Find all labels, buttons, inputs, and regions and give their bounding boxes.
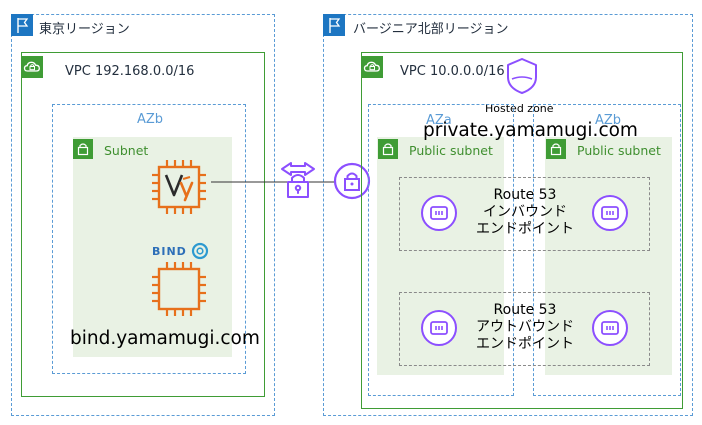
vpn-gateway-icon [277,158,319,200]
tokyo-region-label: 東京リージョン [39,22,130,37]
virginia-vpc-label: VPC 10.0.0.0/16 [400,64,505,79]
hosted-zone-label: Hosted zone [485,102,554,115]
region-flag-icon [11,14,33,36]
public-subnet-a-label: Public subnet [409,143,493,158]
tokyo-vpc [21,52,265,397]
az-b-label: AZb [595,113,622,128]
vpn-endpoint-lock-icon [332,161,372,201]
outbound-endpoint-label: Route 53 アウトバウンド エンドポイント [464,302,586,353]
public-subnet-b-label: Public subnet [577,143,661,158]
inbound-line1: Route 53 [493,187,557,203]
subnet-lock-icon [378,139,398,159]
resolver-endpoint-icon [419,193,459,233]
inbound-endpoint-group [399,177,650,251]
bind-host-label: bind.yamamugi.com [70,328,260,349]
outbound-endpoint-group [399,292,650,366]
tokyo-subnet-label: Subnet [104,143,149,158]
tokyo-region [11,14,275,416]
tokyo-vpc-label: VPC 192.168.0.0/16 [65,64,195,79]
virginia-region-label: バージニア北部リージョン [353,22,509,37]
inbound-line2: インバウンド [483,204,567,220]
zone-domain-label: private.yamamugi.com [423,120,638,141]
ec2-instance-icon [149,259,209,319]
subnet-lock-icon [73,139,93,159]
tokyo-az [52,104,246,374]
outbound-line3: エンドポイント [476,336,574,352]
virginia-region [323,14,693,416]
outbound-line1: Route 53 [493,302,557,318]
vpc-cloud-icon [361,56,383,78]
virginia-vpc [361,52,683,409]
vyos-logo-icon [163,169,197,203]
resolver-endpoint-icon [419,308,459,348]
subnet-lock-icon [546,139,566,159]
bind-logo-icon: BIND [151,241,211,261]
vpc-cloud-icon [21,56,43,78]
resolver-endpoint-icon [590,193,630,233]
tokyo-az-label: AZb [137,112,164,127]
svg-text:BIND: BIND [152,245,187,258]
ec2-instance-icon [149,157,209,217]
outbound-line2: アウトバウンド [476,319,574,335]
az-a-label: AZa [426,113,452,128]
inbound-endpoint-label: Route 53 インバウンド エンドポイント [464,187,586,238]
hosted-zone-icon [502,56,542,96]
inbound-line3: エンドポイント [476,221,574,237]
region-flag-icon [323,14,345,36]
resolver-endpoint-icon [590,308,630,348]
